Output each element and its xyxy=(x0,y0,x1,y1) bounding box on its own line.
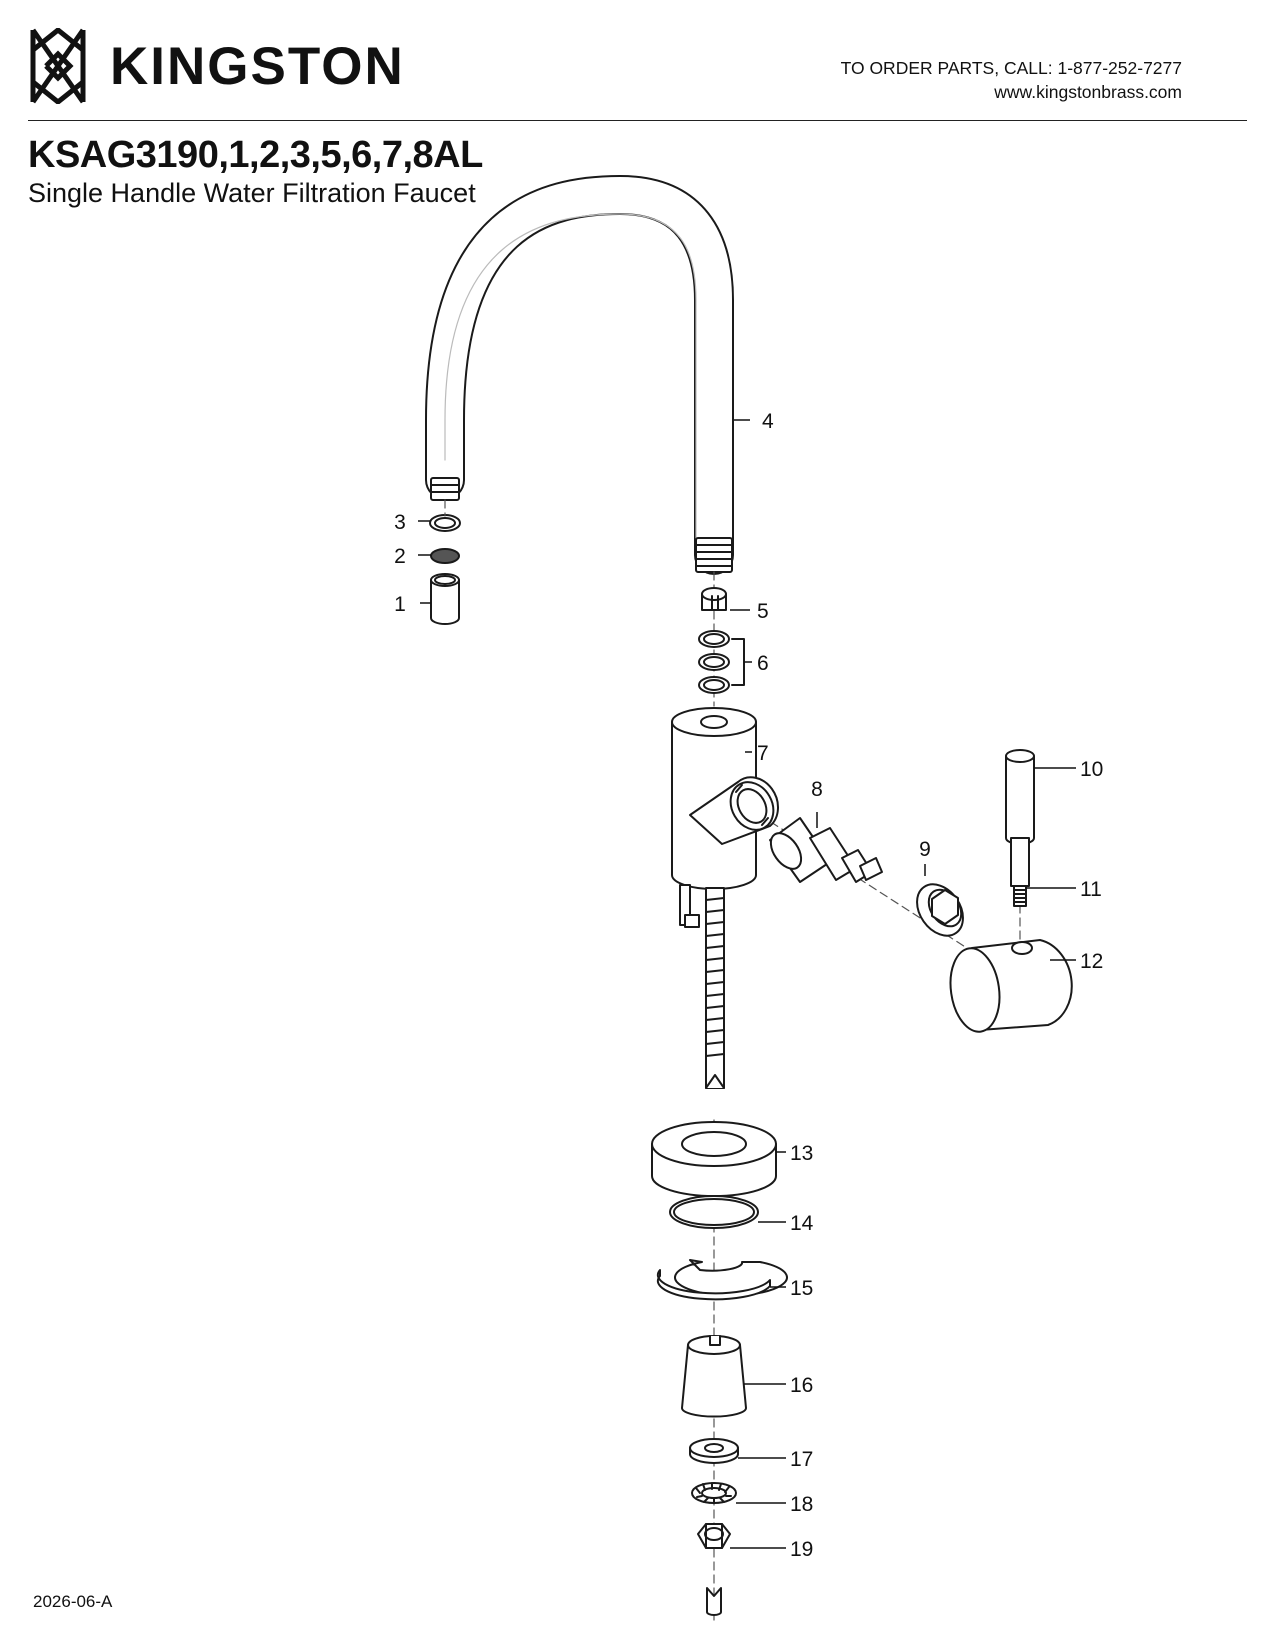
part-13-base-flange xyxy=(651,1121,777,1197)
part-1-aerator-housing xyxy=(430,573,460,625)
part-16-support-sleeve xyxy=(681,1335,747,1418)
part-18-lock-washer xyxy=(691,1482,737,1504)
part-7-faucet-body xyxy=(671,707,779,890)
supply-hose xyxy=(679,884,725,1089)
brand-name: KINGSTON xyxy=(110,36,405,96)
callout-9: 9 xyxy=(919,838,931,861)
callout-18: 18 xyxy=(790,1493,813,1516)
callout-19: 19 xyxy=(790,1538,813,1561)
part-11-set-screw xyxy=(1013,885,1027,907)
callout-5: 5 xyxy=(757,600,769,623)
callout-16: 16 xyxy=(790,1374,813,1397)
part-12-handle-base xyxy=(949,939,1073,1033)
website-link[interactable]: www.kingstonbrass.com xyxy=(994,82,1182,102)
callout-13: 13 xyxy=(790,1142,813,1165)
header-divider xyxy=(28,120,1247,121)
part-3-o-ring xyxy=(429,514,461,532)
part-9-bonnet-nut xyxy=(916,883,964,937)
part-14-gasket xyxy=(669,1195,759,1229)
callout-8: 8 xyxy=(811,778,823,801)
callout-7: 7 xyxy=(757,742,769,765)
callout-3: 3 xyxy=(394,511,406,534)
kingston-logo-icon xyxy=(30,28,86,104)
part-4-spout xyxy=(425,175,734,575)
contact-block: TO ORDER PARTS, CALL: 1-877-252-7277 www… xyxy=(841,56,1182,104)
model-number: KSAG3190,1,2,3,5,6,7,8AL xyxy=(28,134,483,176)
callout-11: 11 xyxy=(1080,878,1102,901)
part-10-handle-lever xyxy=(1005,749,1035,887)
part-17-flat-washer xyxy=(689,1438,739,1464)
part-15-slotted-washer xyxy=(656,1259,788,1301)
product-title: Single Handle Water Filtration Faucet xyxy=(28,178,476,208)
callout-17: 17 xyxy=(790,1448,813,1471)
part-6-o-rings xyxy=(698,630,745,694)
callout-12: 12 xyxy=(1080,950,1103,973)
part-2-screen xyxy=(430,548,460,564)
callout-10: 10 xyxy=(1080,758,1103,781)
callout-1: 1 xyxy=(394,593,406,616)
callout-4: 4 xyxy=(762,410,774,433)
callout-6: 6 xyxy=(757,652,769,675)
brand-header: KINGSTON xyxy=(28,28,405,104)
part-8-cartridge xyxy=(769,817,883,883)
order-phone-line: TO ORDER PARTS, CALL: 1-877-252-7277 xyxy=(840,58,1182,78)
part-19-hex-nut xyxy=(697,1523,731,1549)
part-5-retainer-clip xyxy=(701,587,727,611)
hose-end xyxy=(706,1587,722,1616)
revision-code: 2026-06-A xyxy=(33,1592,113,1611)
callout-2: 2 xyxy=(394,545,406,568)
callout-14: 14 xyxy=(790,1212,814,1235)
callout-15: 15 xyxy=(790,1277,813,1300)
